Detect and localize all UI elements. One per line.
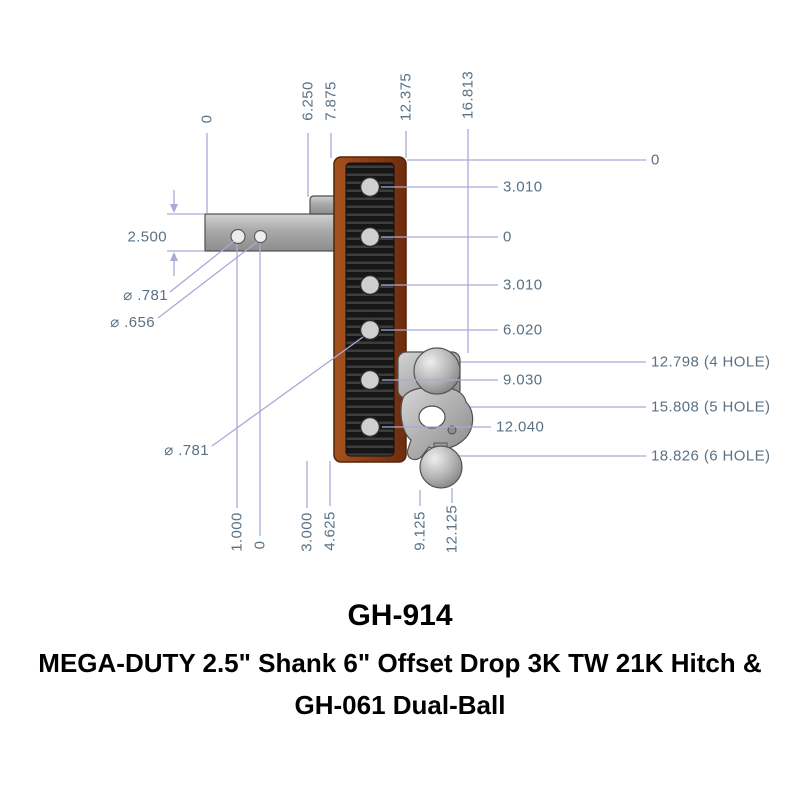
dim-top-7875: 7.875 xyxy=(322,81,340,121)
dim-right-3010-lower: 3.010 xyxy=(503,276,543,294)
dim-bottom-1000: 1.000 xyxy=(228,512,246,552)
tread-plate xyxy=(345,162,395,457)
adjustment-holes xyxy=(359,176,381,438)
dim-top-16813: 16.813 xyxy=(459,70,477,120)
dimension-lines-under xyxy=(167,129,646,508)
dim-right-15808-5hole: 15.808 (5 HOLE) xyxy=(651,398,771,416)
product-description-line1: MEGA-DUTY 2.5" Shank 6" Offset Drop 3K T… xyxy=(38,648,762,678)
hook-opening xyxy=(418,405,446,429)
dim-top-12375: 12.375 xyxy=(397,72,415,122)
dual-ball-attachment xyxy=(397,347,474,489)
dim-top-6250: 6.250 xyxy=(299,81,317,121)
dim-left-dia-781-top: ⌀ .781 xyxy=(123,287,168,304)
top-hitch-ball xyxy=(413,347,461,395)
dim-bottom-9125: 9.125 xyxy=(411,511,429,551)
latch-pin-hole xyxy=(447,425,457,435)
dimension-lines-over xyxy=(157,186,498,536)
dim-right-zero-top: 0 xyxy=(651,151,660,169)
product-description-line2: GH-061 Dual-Ball xyxy=(294,690,506,720)
bottom-hitch-ball xyxy=(419,445,463,489)
dim-left-dia-781-bot: ⌀ .781 xyxy=(164,442,209,459)
dim-right-6020: 6.020 xyxy=(503,321,543,339)
dim-right-12798-4hole: 12.798 (4 HOLE) xyxy=(651,353,771,371)
dim-bottom-4625: 4.625 xyxy=(321,511,339,551)
dim-bottom-zero: 0 xyxy=(251,540,269,550)
dim-right-12040: 12.040 xyxy=(496,418,545,436)
dim-left-2500: 2.500 xyxy=(127,228,167,246)
dim-bottom-3000: 3.000 xyxy=(298,512,316,552)
dim-top-zero: 0 xyxy=(198,114,216,124)
dim-right-18826-6hole: 18.826 (6 HOLE) xyxy=(651,447,771,465)
hitch-shank xyxy=(204,195,336,252)
shank-hole-656 xyxy=(253,229,268,244)
dim-right-zero-datum: 0 xyxy=(503,228,512,246)
dimension-arrowheads xyxy=(170,204,178,261)
dim-right-3010-upper: 3.010 xyxy=(503,178,543,196)
drop-channel-bar xyxy=(333,156,407,463)
dim-left-dia-656: ⌀ .656 xyxy=(110,314,155,331)
product-model: GH-914 xyxy=(347,599,453,632)
dim-right-9030: 9.030 xyxy=(503,371,543,389)
dim-bottom-12125: 12.125 xyxy=(443,504,461,554)
shank-hole-781 xyxy=(230,228,246,245)
